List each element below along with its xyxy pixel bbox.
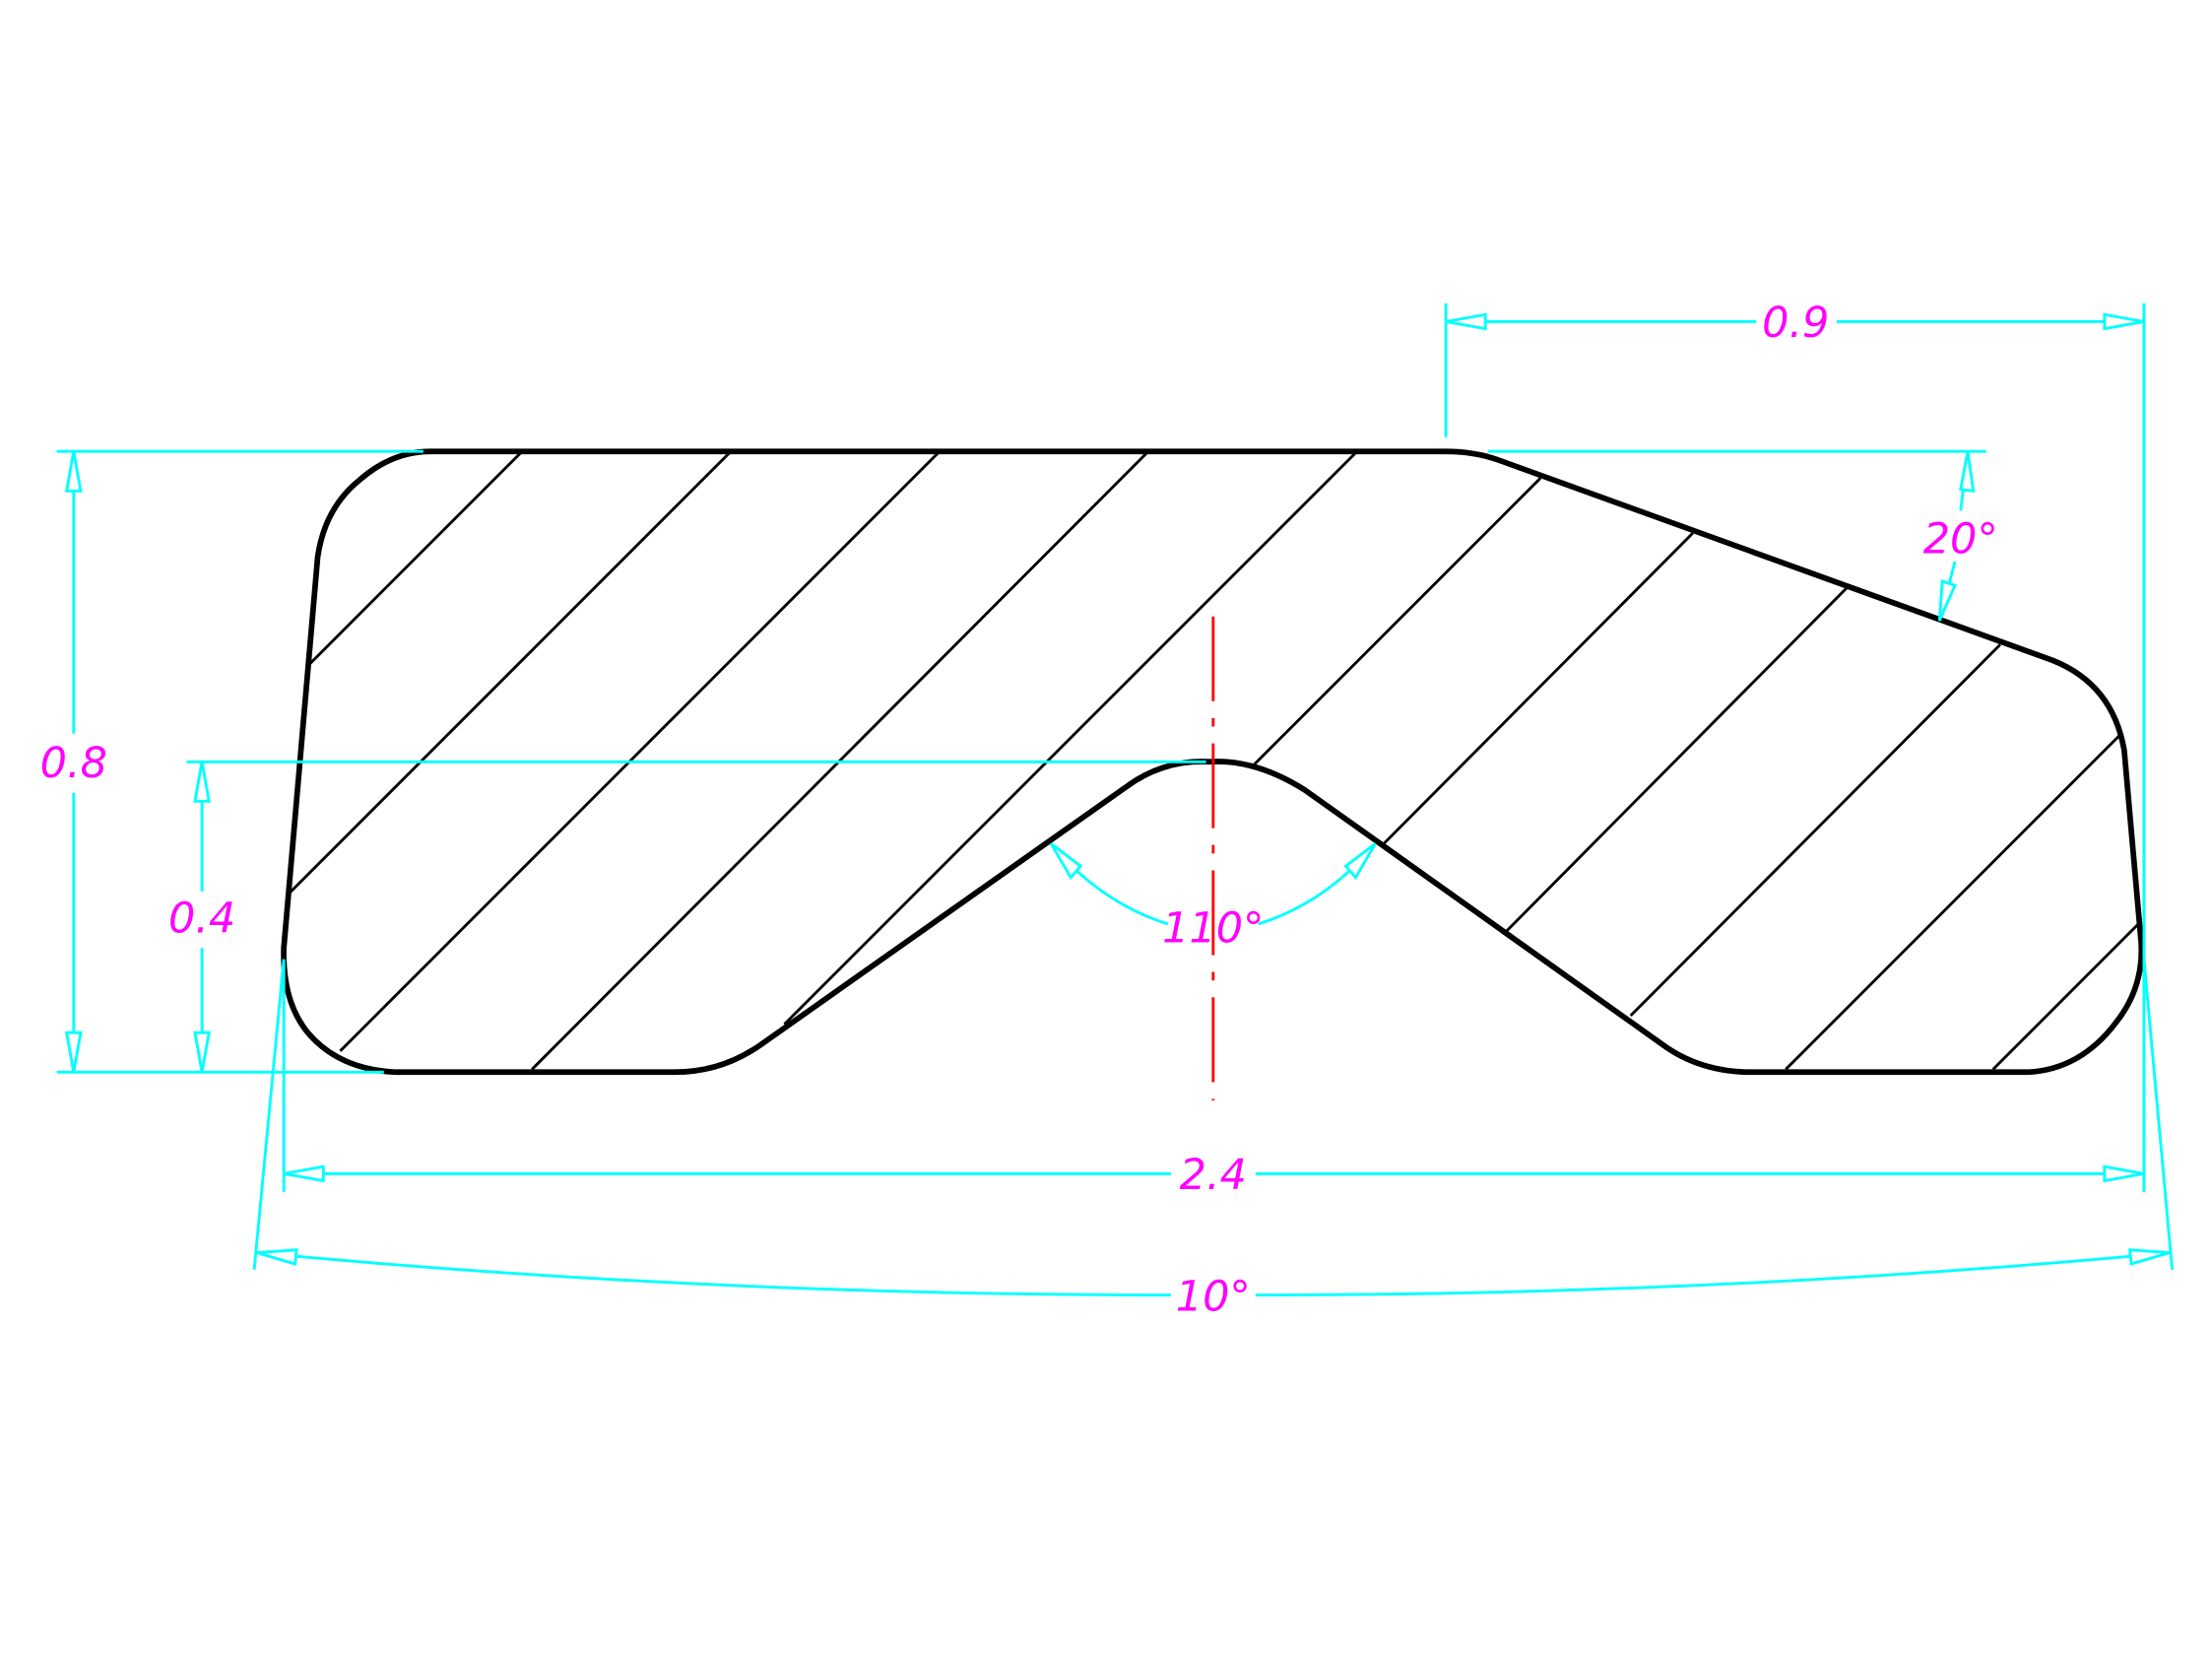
dimension-total-height: 0.8 (40, 449, 423, 1074)
dimension-side-taper-angle: 10° (252, 959, 2174, 1321)
dimension-top-width: 0.9 (1444, 299, 2146, 1193)
dimension-label-total-height: 0.8 (40, 739, 107, 788)
dimension-label-chamfer-angle: 20° (1923, 514, 1998, 564)
dimension-total-width: 2.4 (282, 959, 2145, 1200)
dimension-notch-height: 0.4 (168, 760, 1206, 1073)
dimension-label-total-width: 2.4 (1180, 1151, 1247, 1200)
dimension-label-notch-height: 0.4 (168, 895, 235, 944)
part-outline (281, 448, 2145, 1076)
dimension-chamfer-angle: 20° (1488, 449, 1998, 622)
dimension-label-side-taper-angle: 10° (1176, 1272, 1251, 1321)
dimension-label-top-width: 0.9 (1762, 299, 1829, 348)
dimension-label-notch-angle: 110° (1162, 904, 1264, 954)
dimension-notch-angle: 110° (1049, 842, 1377, 954)
section-hatching (287, 450, 2143, 1071)
